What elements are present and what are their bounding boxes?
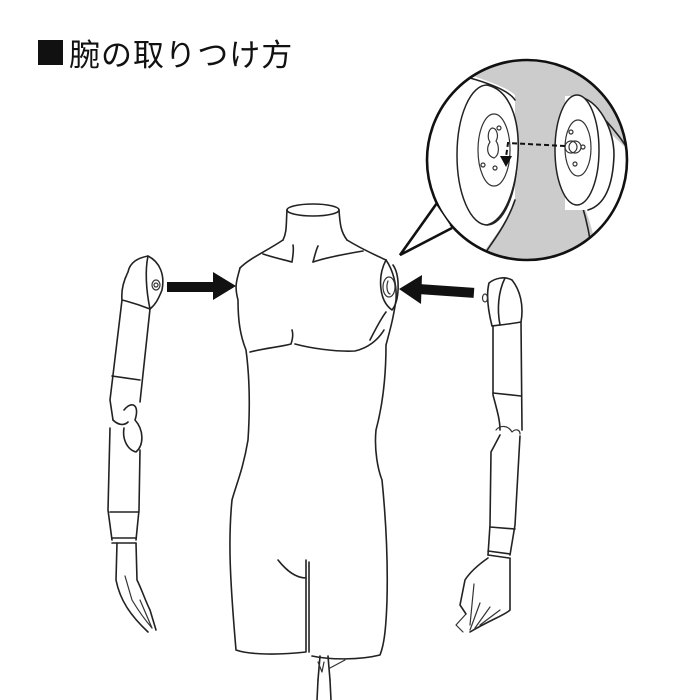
arrow-left-arm-to-torso [167, 272, 236, 300]
bullet-square-icon [38, 40, 63, 65]
shoulder-detail-callout [398, 58, 629, 262]
right-arm [455, 277, 523, 633]
left-arm [107, 255, 164, 633]
mannequin-torso [229, 203, 399, 700]
page-title: 腕の取りつけ方 [38, 30, 293, 75]
title-text: 腕の取りつけ方 [69, 38, 294, 74]
arrow-right-arm-to-torso [399, 275, 475, 304]
